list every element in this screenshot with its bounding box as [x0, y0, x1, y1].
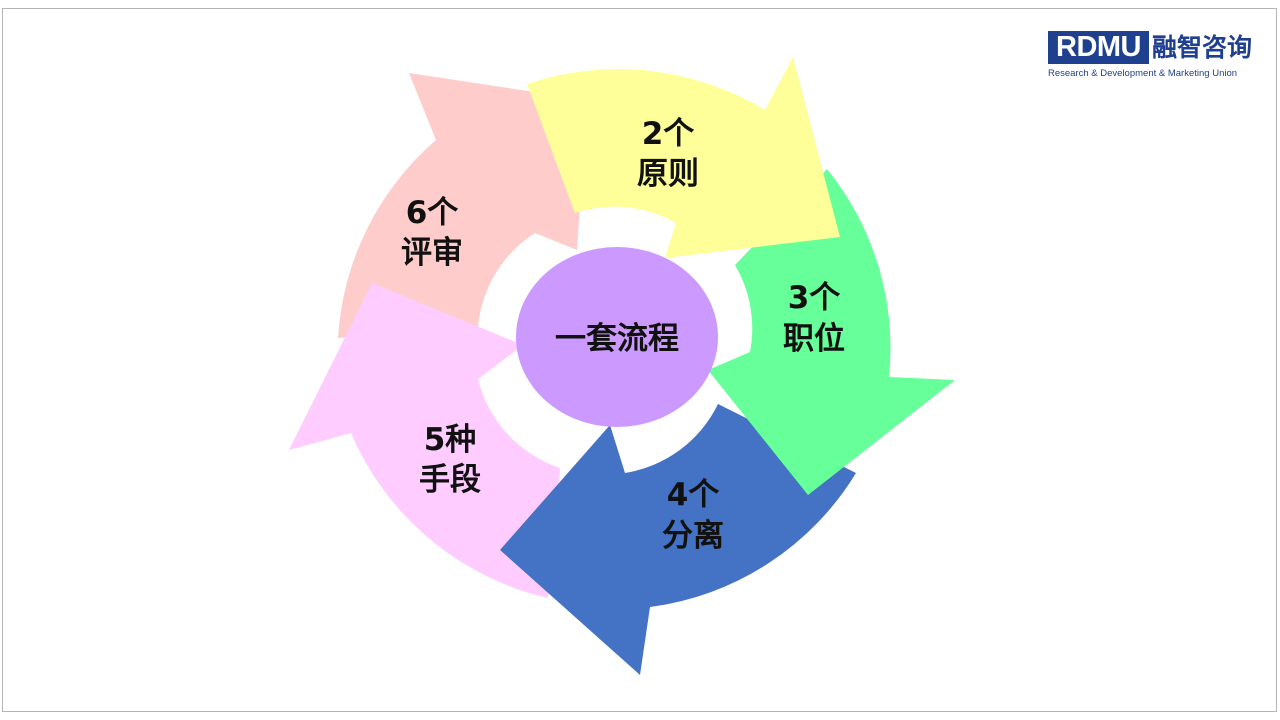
segment-position-arrow: [708, 169, 955, 495]
segment-principle-line1: 2个: [642, 116, 695, 152]
segment-means-line1: 5种: [424, 422, 477, 458]
logo-chinese: 融智咨询: [1152, 33, 1253, 62]
segment-means-line2: 手段: [419, 462, 481, 498]
segment-review-arrow: [338, 73, 587, 338]
segment-principle-line2: 原则: [637, 156, 699, 192]
segment-separation-arrow: [500, 404, 856, 675]
segment-position-line1: 3个: [788, 280, 841, 316]
segment-review-line1: 6个: [406, 195, 459, 231]
segment-means-arrow: [289, 283, 560, 598]
rdmu-logo: RDMU 融智咨询 Research & Development & Marke…: [1048, 31, 1258, 81]
segment-principle-arrow: [527, 57, 840, 258]
logo-brand: RDMU: [1048, 31, 1149, 64]
center-label: 一套流程: [555, 321, 679, 357]
segment-separation-line2: 分离: [662, 518, 724, 554]
segment-review-line2: 评审: [401, 235, 463, 271]
segment-separation-line1: 4个: [667, 477, 720, 513]
segment-position-line2: 职位: [783, 321, 845, 357]
center-ellipse: [516, 247, 718, 427]
logo-tagline: Research & Development & Marketing Union: [1048, 68, 1238, 79]
